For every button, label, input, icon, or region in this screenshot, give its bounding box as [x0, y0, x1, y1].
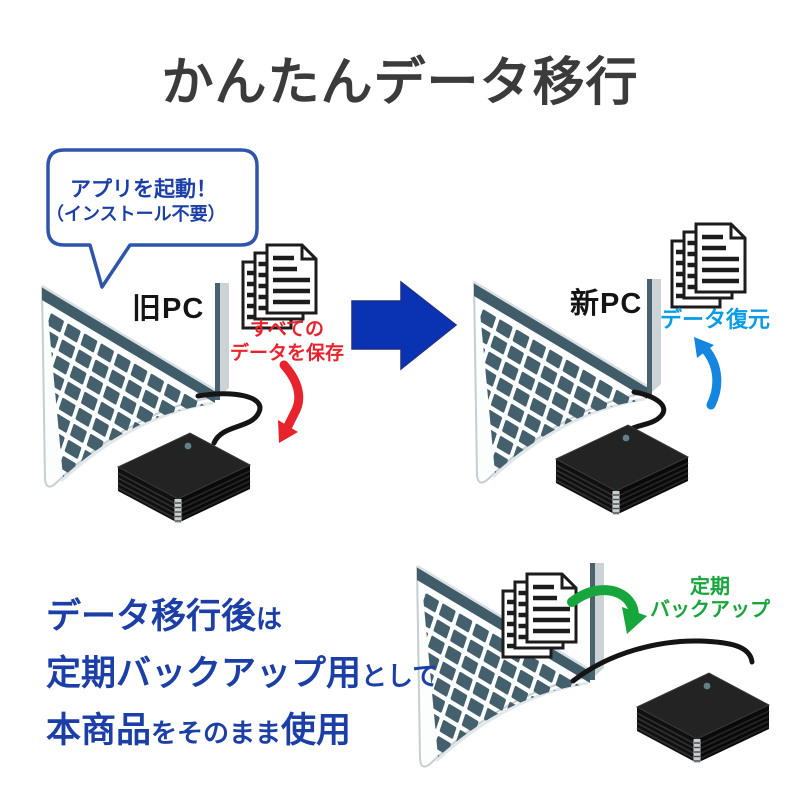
- page-title: かんたんデータ移行: [161, 54, 639, 112]
- new-pc-label: 新PC: [570, 288, 643, 320]
- blue-restore-arrow: [694, 337, 722, 410]
- green-backup-arrow: [567, 585, 647, 634]
- backup-caption: 定期 バックアップ: [640, 576, 780, 622]
- documents-icon-new: [672, 224, 745, 307]
- documents-icon-backup: [503, 574, 576, 657]
- bottom-note-line1: データ移行後は: [46, 597, 283, 636]
- save-caption: すべての データを保存: [220, 318, 354, 366]
- big-right-arrow: [351, 280, 458, 371]
- speech-bubble: [46, 148, 259, 289]
- bottom-note-line3: 本商品をそのまま使用: [46, 711, 352, 750]
- external-hdd-backup: [636, 672, 770, 764]
- speech-bubble-line1: アプリを起動！: [70, 178, 217, 201]
- red-save-arrow: [278, 360, 304, 443]
- backup-caption-line1: 定期: [690, 576, 730, 598]
- documents-icon-old: [243, 245, 316, 328]
- bottom-note-line2: 定期バックアップ用として: [46, 654, 439, 693]
- restore-caption: データ復元: [660, 307, 771, 332]
- speech-bubble-line2: （インストール不要）: [46, 204, 226, 224]
- external-hdd-old: [117, 432, 251, 524]
- old-pc-usb-cable: [195, 391, 263, 446]
- save-caption-line1: すべての: [250, 319, 324, 340]
- backup-caption-line2: バックアップ: [650, 599, 770, 621]
- backup-usb-cable: [570, 638, 755, 684]
- external-hdd-new: [555, 424, 689, 516]
- old-pc-label: 旧PC: [132, 293, 205, 325]
- bottom-note: データ移行後は 定期バックアップ用として 本商品をそのまま使用: [46, 592, 438, 763]
- save-caption-line2: データを保存: [229, 343, 344, 364]
